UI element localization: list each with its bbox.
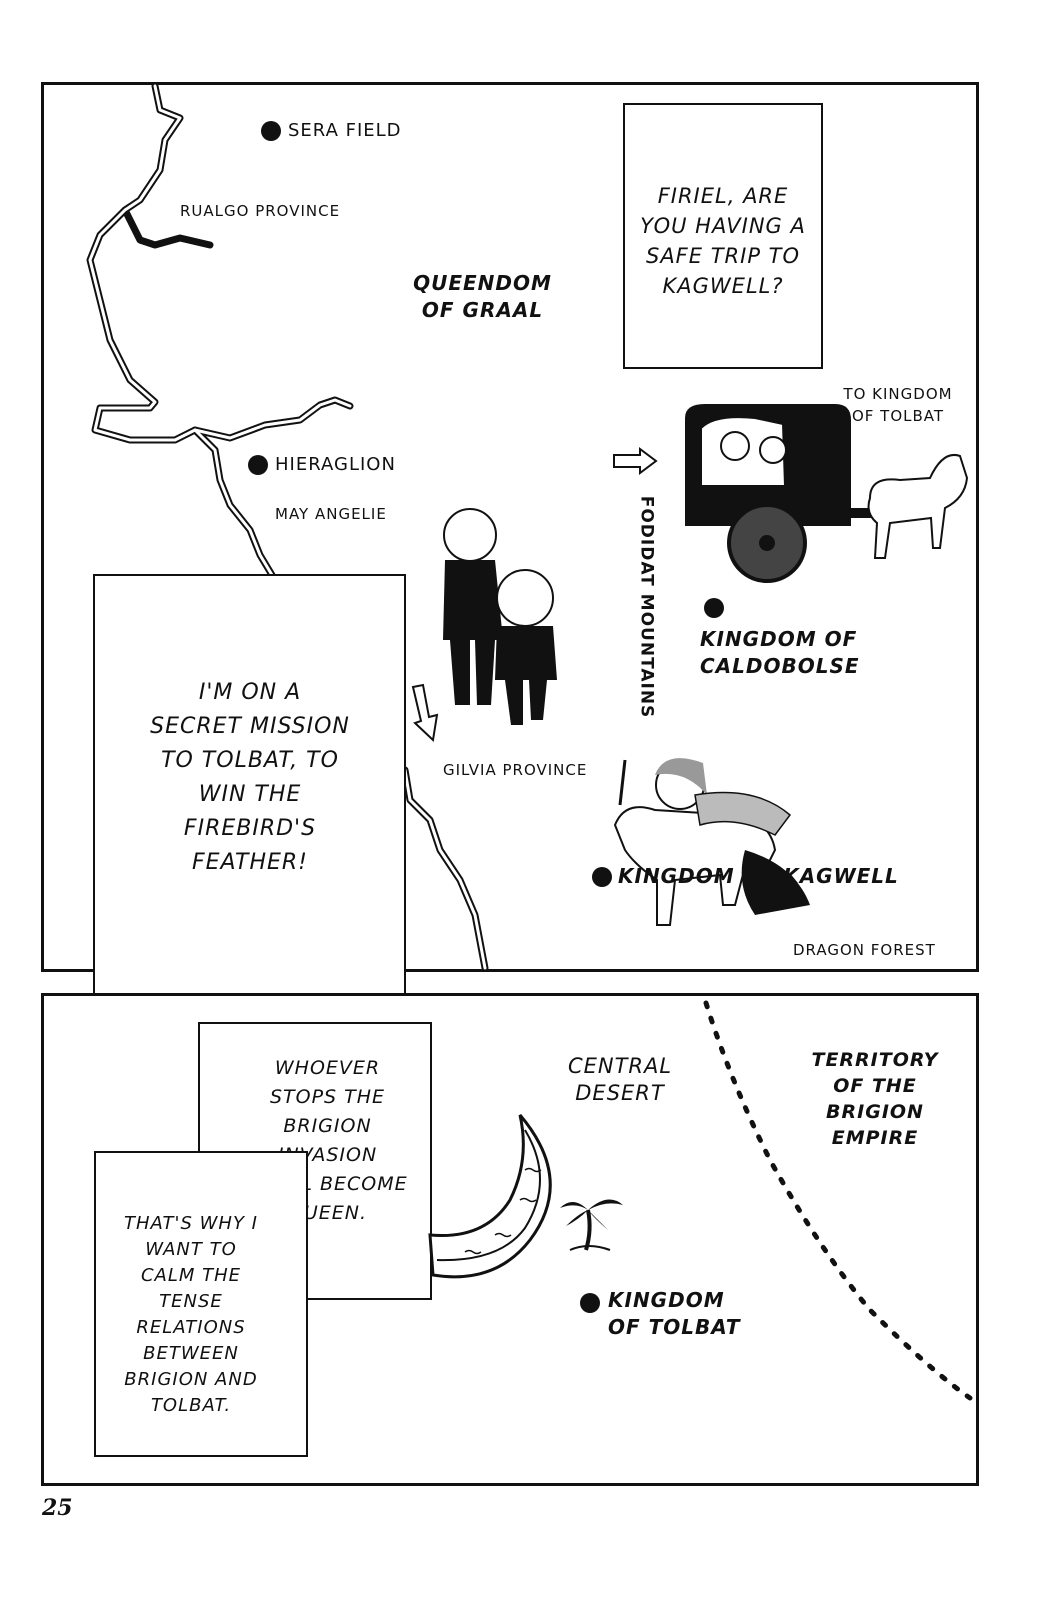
rualgo-province-label: RUALGO PROVINCE (180, 202, 341, 220)
caption-box-mission: I'M ON A SECRET MISSION TO TOLBAT, TO WI… (93, 574, 406, 1011)
hieraglion-dot (248, 455, 268, 475)
gilvia-province-label: GILVIA PROVINCE (443, 761, 588, 779)
queendom-of-graal-label: QUEENDOM OF GRAAL (413, 271, 552, 322)
palm-tree-icon (560, 1199, 623, 1251)
sera-field-label: SERA FIELD (288, 120, 402, 141)
caption-text-relations: THAT'S WHY I WANT TO CALM THE TENSE RELA… (124, 1213, 258, 1416)
page-number: 25 (42, 1495, 73, 1521)
caption-box-invasion: WHOEVER STOPS THE BRIGION INVASION SHALL… (198, 1022, 432, 1300)
kingdom-of-kagwell-label: KINGDOM OF KAGWELL (618, 864, 899, 888)
two-characters-illustration (443, 508, 557, 725)
caldobolse-dot (704, 598, 724, 618)
arrow-down-icon (411, 683, 439, 743)
to-kingdom-of-tolbat-label: TO KINGDOM OF TOLBAT (843, 385, 953, 425)
caption-text-firiel: FIRIEL, ARE YOU HAVING A SAFE TRIP TO KA… (640, 184, 806, 298)
kingdom-of-caldobolse-label: KINGDOM OF CALDOBOLSE (700, 627, 860, 678)
tolbat-dot (580, 1293, 600, 1313)
hieraglion-label: HIERAGLION (275, 454, 396, 475)
lake-illustration (428, 1114, 552, 1279)
caption-box-firiel: FIRIEL, ARE YOU HAVING A SAFE TRIP TO KA… (623, 103, 823, 369)
river-drawing (86, 82, 489, 972)
territory-brigion-label: TERRITORY OF THE BRIGION EMPIRE (811, 1049, 939, 1149)
kagwell-dot (592, 867, 612, 887)
carriage-illustration (685, 404, 969, 583)
sera-field-dot (261, 121, 281, 141)
caption-box-relations: THAT'S WHY I WANT TO CALM THE TENSE RELA… (94, 1151, 308, 1457)
arrow-right-icon (613, 447, 658, 475)
caption-text-mission: I'M ON A SECRET MISSION TO TOLBAT, TO WI… (150, 680, 350, 875)
kingdom-of-tolbat-label: KINGDOM OF TOLBAT (608, 1288, 741, 1339)
may-angelie-label: MAY ANGELIE (275, 505, 387, 523)
dragon-forest-label: DRAGON FOREST (793, 941, 936, 959)
unicorn-rider-illustration (613, 758, 810, 926)
central-desert-label: CENTRAL DESERT (567, 1054, 673, 1105)
